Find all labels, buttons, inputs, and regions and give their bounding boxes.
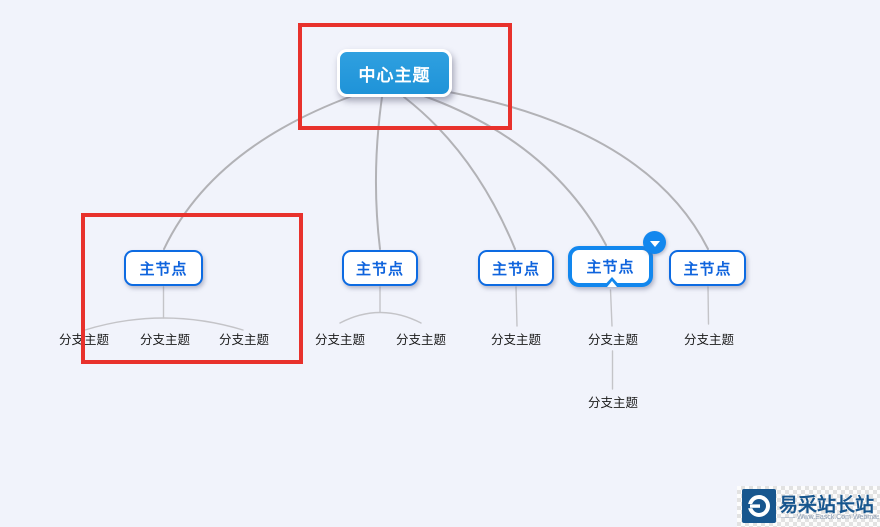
branch-label[interactable]: 分支主题 (58, 333, 110, 347)
easck-circle-e-icon (748, 495, 770, 517)
main-node-2[interactable]: 主节点 (342, 250, 418, 286)
edge-node2-bracket (339, 311, 422, 324)
watermark-tagline: —— Www.Easck.Com Webmaster (781, 514, 879, 521)
child-connection-notch-fill (607, 281, 617, 287)
collapse-triangle-down-icon (649, 240, 660, 247)
main-node-5[interactable]: 主节点 (669, 250, 746, 286)
branch-label[interactable]: 分支主题 (683, 333, 735, 347)
selection-handle-button[interactable] (643, 231, 666, 254)
edge-central-to-node5 (448, 91, 709, 250)
central-topic-node[interactable]: 中心主题 (337, 49, 452, 97)
edge-central-to-node1 (163, 95, 353, 250)
branch-label[interactable]: 分支主题 (490, 333, 542, 347)
branch-label[interactable]: 分支主题 (587, 333, 639, 347)
main-node-1[interactable]: 主节点 (124, 250, 203, 286)
edge-central-to-node2 (374, 96, 383, 250)
branch-label[interactable]: 分支主题 (395, 333, 447, 347)
watermark: 易采站长站 —— Www.Easck.Com Webmaster (737, 486, 880, 527)
branch-label[interactable]: 分支主题 (218, 333, 270, 347)
watermark-site-name: 易采站长站 (779, 495, 875, 516)
branch-label[interactable]: 分支主题 (314, 333, 366, 347)
edge-central-to-node3 (403, 96, 516, 250)
main-node-3[interactable]: 主节点 (478, 250, 554, 286)
edge-central-to-node4 (423, 95, 607, 246)
edge-node4-branch (609, 289, 613, 327)
edge-node1-bracket (84, 317, 244, 331)
sub-branch-label[interactable]: 分支主题 (587, 396, 639, 410)
branch-label[interactable]: 分支主题 (139, 333, 191, 347)
edge-node5-branch (707, 286, 710, 325)
easck-logo (742, 489, 776, 523)
edge-node3-branch (515, 286, 518, 327)
